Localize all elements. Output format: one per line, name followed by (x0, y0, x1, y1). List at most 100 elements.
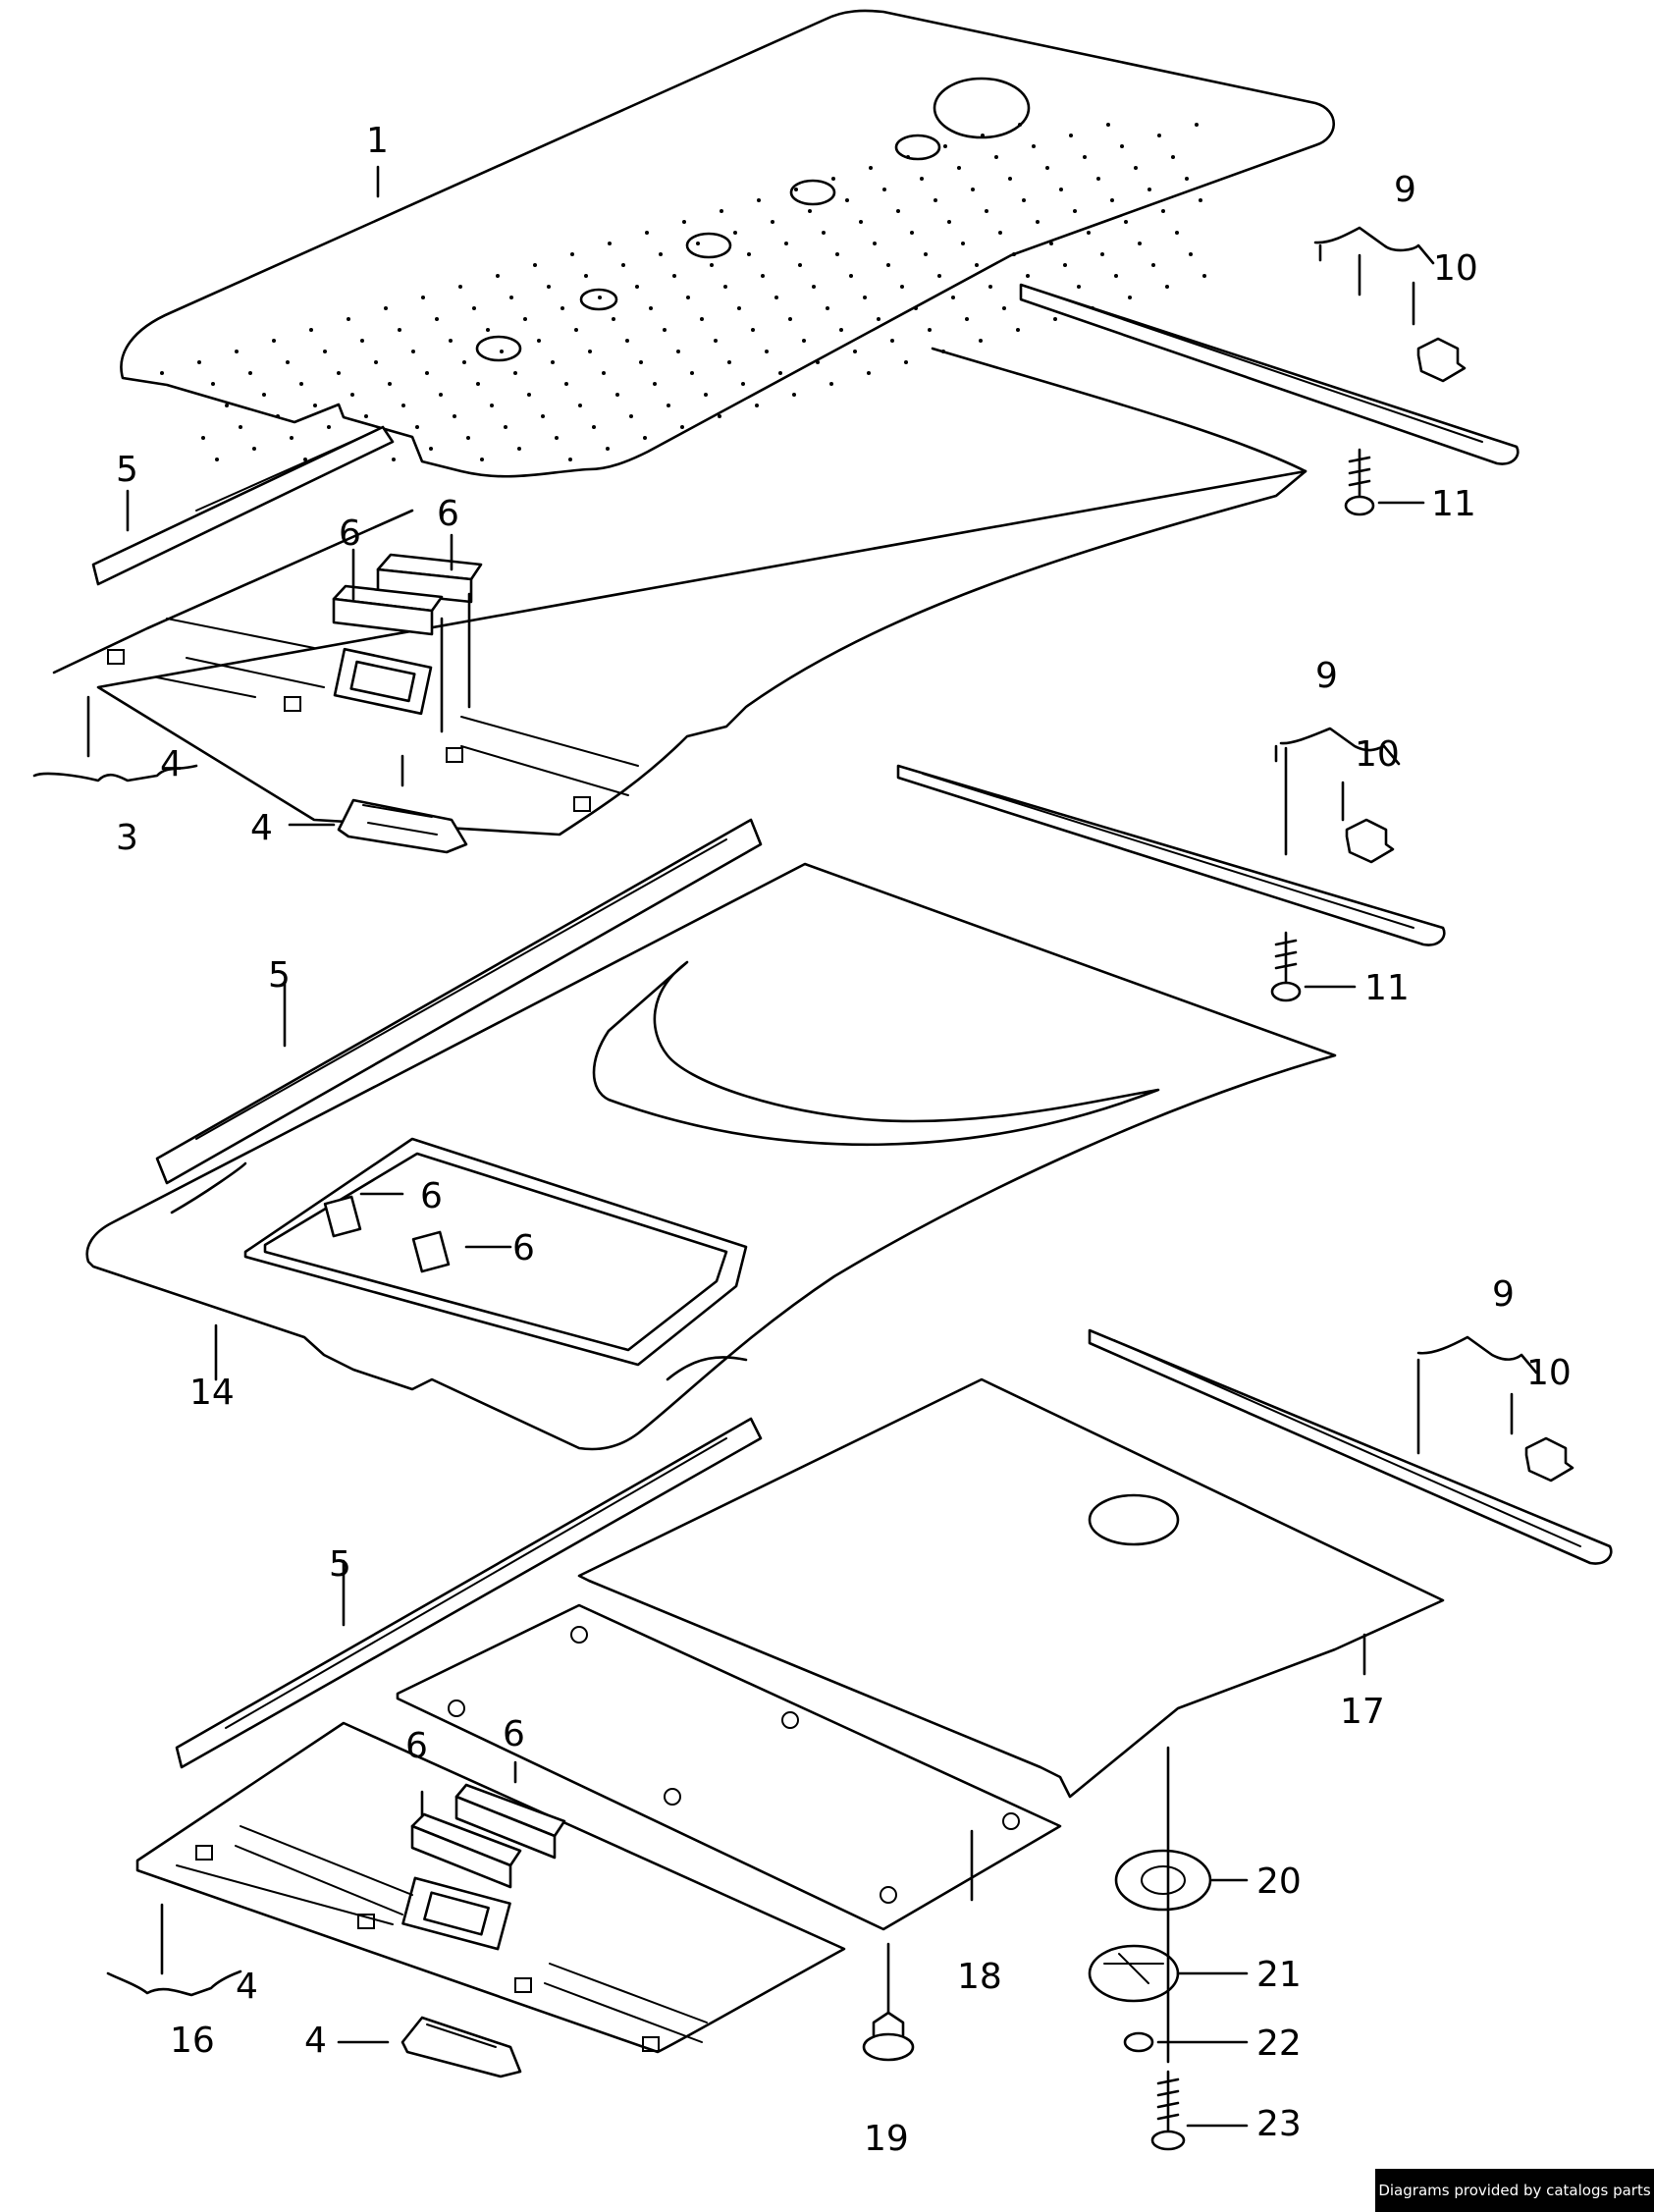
part-4-grab-handle (337, 798, 468, 854)
perforation-dot (584, 274, 588, 278)
perforation-dot (1124, 220, 1128, 224)
perforation-dot (792, 393, 796, 397)
perforation-dot (1069, 134, 1073, 137)
perforation-dot (718, 414, 721, 418)
perforation-dot (458, 285, 462, 289)
perforation-dot (1026, 274, 1030, 278)
callout-6: 6 (512, 1228, 535, 1268)
perforation-dot (859, 220, 863, 224)
perforation-dot (757, 198, 761, 202)
perforation-dot (845, 198, 849, 202)
callout-labels: 1 3 4 4 4 4 5 5 5 6 6 6 6 6 6 9 9 9 10 1… (116, 121, 1572, 2159)
perforation-dot (751, 328, 755, 332)
perforation-dot (1036, 220, 1040, 224)
leader-lines (32, 165, 1538, 2128)
perforation-dot (985, 209, 988, 213)
perforation-dot (547, 285, 551, 289)
callout-5: 5 (268, 955, 291, 996)
perforation-dot (900, 285, 904, 289)
perforation-dot (490, 404, 494, 407)
perforation-dot (965, 317, 969, 321)
part-22-washer (1123, 2031, 1154, 2053)
perforation-dot (798, 263, 802, 267)
part-14-headliner-sunroof (85, 862, 1337, 1451)
perforation-dot (951, 296, 955, 299)
perforation-dot (1053, 317, 1057, 321)
perforation-dot (429, 447, 433, 451)
perforation-dot (1202, 274, 1206, 278)
perforation-dot (794, 188, 798, 191)
perforation-dot (1199, 198, 1202, 202)
perforation-dot (704, 393, 708, 397)
perforation-dot (225, 404, 229, 407)
perforation-dot (309, 328, 313, 332)
part-19-clip (862, 2011, 915, 2062)
callout-22: 22 (1256, 2023, 1302, 2064)
perforation-dot (696, 242, 700, 245)
perforation-dot (914, 306, 918, 310)
callout-6: 6 (420, 1176, 443, 1216)
part-5-foam-strip-bottom (175, 1417, 763, 1769)
perforation-dot (676, 350, 680, 353)
perforation-dot (1110, 198, 1114, 202)
perforation-dot (504, 425, 507, 429)
perforation-dot (476, 382, 480, 386)
perforation-dot (663, 328, 667, 332)
perforation-dot (690, 371, 694, 375)
perforation-dot (462, 360, 466, 364)
perforation-dot (924, 252, 928, 256)
part-5-foam-strip (91, 425, 395, 586)
perforation-dot (1018, 123, 1022, 127)
callout-21: 21 (1256, 1955, 1302, 1995)
perforation-dot (979, 339, 983, 343)
callout-1: 1 (366, 121, 389, 161)
perforation-dot (606, 447, 610, 451)
perforation-dot (1016, 328, 1020, 332)
perforation-dot (449, 339, 453, 343)
perforation-dot (486, 328, 490, 332)
perforation-dot (869, 166, 873, 170)
perforation-dot (1032, 144, 1036, 148)
perforation-dot (1063, 263, 1067, 267)
perforation-dot (975, 263, 979, 267)
perforation-dot (578, 404, 582, 407)
perforation-dot (602, 371, 606, 375)
perforation-dot (472, 306, 476, 310)
perforation-dot (555, 436, 559, 440)
perforation-dot (957, 166, 961, 170)
perforation-dot (1083, 155, 1087, 159)
perforation-dot (934, 198, 937, 202)
perforation-dot (981, 134, 985, 137)
perforation-dot (384, 306, 388, 310)
perforation-dot (816, 360, 820, 364)
perforation-dot (1185, 177, 1189, 181)
perforation-dot (598, 296, 602, 299)
perforation-dot (517, 447, 521, 451)
perforation-dot (1059, 188, 1063, 191)
perforation-dots (160, 123, 1206, 461)
part-23-screw (1150, 2070, 1186, 2151)
perforation-dot (849, 274, 853, 278)
perforation-dot (928, 328, 932, 332)
perforation-dot (1096, 177, 1100, 181)
perforation-dot (509, 296, 513, 299)
perforation-dot (839, 328, 843, 332)
perforation-dot (765, 350, 769, 353)
perforation-dot (645, 231, 649, 235)
perforation-dot (727, 360, 731, 364)
perforation-dot (863, 296, 867, 299)
perforation-dot (435, 317, 439, 321)
perforation-dot (1045, 166, 1049, 170)
part-10-clip (1345, 337, 1574, 1483)
perforation-dot (877, 317, 880, 321)
callout-16: 16 (170, 2021, 215, 2061)
perforation-dot (588, 350, 592, 353)
perforation-dot (659, 252, 663, 256)
perforation-dot (592, 425, 596, 429)
perforation-dot (252, 447, 256, 451)
perforation-dot (906, 155, 910, 159)
perforation-dot (988, 285, 992, 289)
perforation-dot (639, 360, 643, 364)
perforation-dot (1134, 166, 1138, 170)
perforation-dot (1175, 231, 1179, 235)
